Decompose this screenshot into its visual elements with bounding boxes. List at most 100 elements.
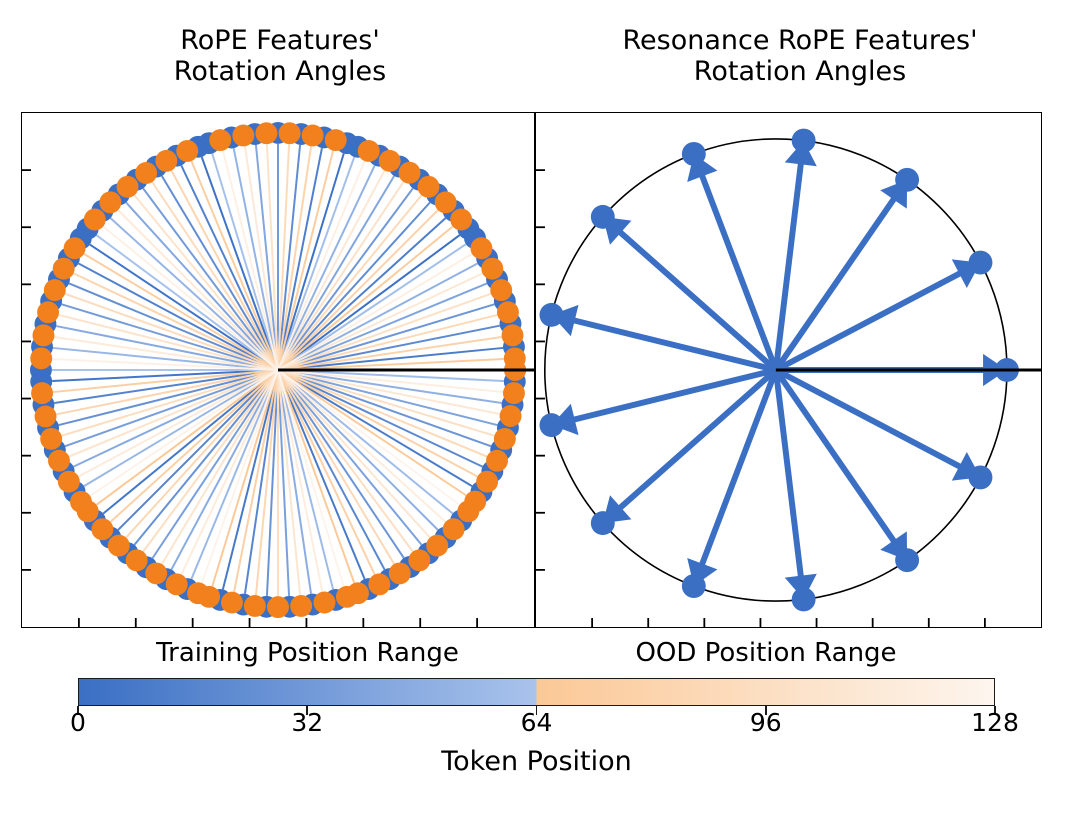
rotation-angle-arrow [117, 209, 279, 371]
rotation-angle-arrow [54, 369, 279, 405]
angle-endpoint-dot [34, 405, 57, 428]
rotation-angle-arrow [277, 160, 366, 371]
angle-endpoint-dot [155, 149, 178, 172]
rotation-angle-arrow [95, 234, 279, 371]
rotation-angle-arrow [52, 357, 279, 371]
rotation-angle-arrow [277, 187, 414, 371]
rotation-angle-arrow [277, 144, 302, 371]
rotation-angle-arrow [78, 369, 279, 478]
colorbar-axis-label: Token Position [441, 746, 632, 777]
rotation-angle-arrow [277, 369, 302, 596]
angle-endpoint-dot [426, 534, 449, 557]
rotation-angle-arrow [211, 369, 279, 587]
angle-endpoint-dot [378, 149, 401, 172]
rotation-angle-arrow [243, 146, 279, 371]
rotation-angle-arrow [277, 369, 504, 394]
rotation-angle-arrow [277, 369, 498, 427]
angle-endpoint-dot [70, 490, 92, 513]
colorbar-tick-mark [77, 706, 79, 715]
rotation-angle-arrow [232, 148, 279, 371]
rotation-angle-arrow [277, 335, 502, 371]
rotation-angle-arrow [774, 250, 993, 373]
rotation-angle-arrow [277, 369, 495, 437]
angle-endpoint-dot [539, 302, 564, 327]
angle-endpoint-dot [99, 191, 122, 214]
angle-endpoint-dot [476, 470, 499, 493]
angle-endpoint-dot [481, 257, 504, 280]
resonance-scatter-svg [536, 128, 1041, 627]
rotation-angle-arrow [254, 144, 279, 371]
angle-endpoint-dot [57, 470, 80, 493]
rotation-angle-arrow [772, 128, 817, 371]
angle-endpoint-dot [450, 208, 473, 231]
angle-endpoint-dot [417, 175, 440, 198]
rotation-angle-arrow [277, 303, 495, 371]
angle-endpoint-dot [496, 301, 519, 324]
rotation-angle-arrow [590, 204, 778, 373]
panel-title-rope-line2: Rotation Angles [173, 55, 387, 87]
angle-endpoint-dot [267, 596, 289, 619]
rotation-angle-arrow [277, 324, 500, 371]
panel-title-resonance-line2: Rotation Angles [693, 55, 907, 87]
colorbar-tick-mark [764, 706, 767, 715]
rotation-angle-arrow [277, 369, 501, 415]
rotation-angle-arrow [277, 225, 454, 371]
angle-endpoint-dot [590, 511, 615, 536]
angle-endpoint-dot [37, 301, 60, 324]
rotation-angle-arrow [774, 367, 993, 490]
rotation-angle-arrow [125, 201, 279, 371]
rotation-angle-arrow [243, 369, 279, 594]
angle-endpoint-dot [145, 562, 168, 585]
angle-endpoint-dot [539, 413, 564, 438]
rotation-angle-arrow [83, 253, 279, 371]
rotation-angle-arrow [133, 369, 279, 546]
colorbar-tick-label: 96 [749, 708, 782, 737]
angle-endpoint-dot [357, 140, 380, 162]
rotation-angle-arrow [277, 369, 502, 405]
rotation-angle-arrow [277, 313, 498, 371]
panel-title-rope-line1: RoPE Features' [180, 25, 380, 56]
rotation-angle-arrow [277, 369, 386, 570]
colorbar-tick-mark [535, 706, 538, 715]
angle-endpoint-dot [895, 548, 920, 573]
angle-endpoint-dot [968, 250, 993, 275]
rotation-angle-arrow [133, 194, 279, 371]
angle-endpoint-dot [63, 237, 86, 260]
rotation-angle-arrow [277, 156, 356, 371]
rotation-angle-arrow [277, 369, 405, 559]
angle-endpoint-dot [408, 549, 431, 572]
colorbar-tick-label: 0 [70, 708, 86, 737]
angle-endpoint-dot [457, 500, 480, 523]
rotation-angle-arrow [277, 369, 492, 448]
rotation-angle-arrow [772, 369, 817, 612]
rotation-angle-arrow [277, 369, 324, 592]
angle-endpoint-dot [493, 427, 516, 450]
rotation-angle-arrow [78, 262, 279, 371]
angle-endpoint-dot [107, 534, 130, 557]
rotation-angle-arrow [277, 175, 395, 371]
colorbar[interactable] [78, 678, 995, 706]
rotation-angle-arrow [73, 369, 279, 468]
angle-endpoint-dot [434, 191, 457, 214]
rotation-angle-arrow [277, 201, 431, 371]
rotation-angle-arrow [142, 369, 279, 553]
rotation-angle-arrow [221, 369, 279, 590]
rotation-angle-arrow [277, 150, 335, 371]
angle-endpoint-dot [490, 279, 513, 302]
angle-endpoint-dot [388, 562, 411, 585]
rotation-angle-arrow [277, 369, 461, 506]
rotation-angle-arrow [539, 302, 777, 373]
angle-endpoint-dot [43, 279, 66, 302]
rotation-angle-arrow [277, 357, 504, 371]
angle-endpoint-dot [220, 591, 243, 614]
rotation-angle-arrow [58, 369, 279, 427]
rotation-angle-arrow [277, 194, 423, 371]
rotation-angle-arrow [161, 175, 279, 371]
rotation-angle-arrow [109, 217, 279, 371]
plot-panel-rope [21, 112, 535, 628]
colorbar-tick-mark [994, 706, 996, 715]
angle-endpoint-dot [681, 574, 706, 598]
rotation-angle-arrow [277, 369, 291, 596]
rotation-angle-arrow [221, 150, 279, 371]
